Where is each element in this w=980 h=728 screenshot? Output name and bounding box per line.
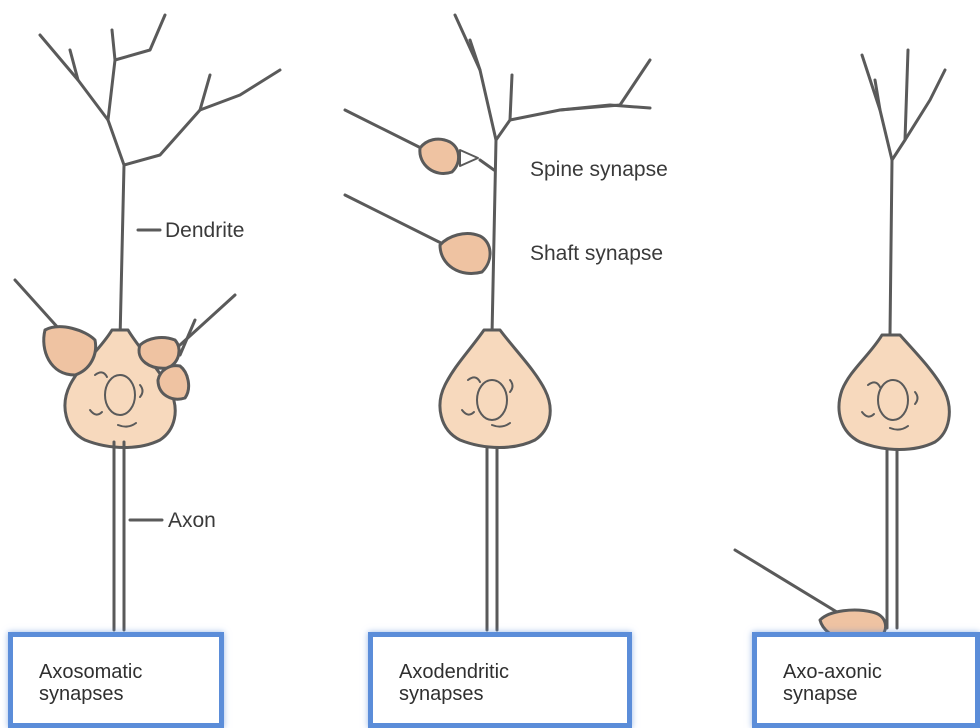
neuron-1-axon-terminal-right-upper: [139, 295, 235, 368]
caption-axo-axonic-line2: synapse: [783, 683, 975, 705]
neuron-3-dendrites: [862, 50, 945, 335]
neuron-1-axon-terminal-left: [15, 280, 96, 375]
caption-axosomatic-line1: Axosomatic: [39, 661, 219, 683]
spine-synapse-label: Spine synapse: [530, 158, 668, 181]
neuron-1-axon: [114, 442, 124, 630]
caption-axodendritic: Axodendritic synapses: [368, 632, 632, 728]
neuron-3-axon: [887, 450, 897, 628]
caption-axo-axonic-line1: Axo-axonic: [783, 661, 975, 683]
dendrite-label: Dendrite: [165, 219, 244, 242]
neuron-1-dendrites: [40, 15, 280, 340]
neuron-2-axon: [487, 448, 497, 630]
axon-label: Axon: [168, 509, 216, 532]
spine-synapse-terminal: [345, 110, 478, 173]
shaft-synapse-label: Shaft synapse: [530, 242, 663, 265]
caption-axodendritic-line1: Axodendritic: [399, 661, 627, 683]
caption-axo-axonic: Axo-axonic synapse: [752, 632, 980, 728]
caption-axosomatic-line2: synapses: [39, 683, 219, 705]
shaft-synapse-terminal: [345, 195, 490, 273]
caption-axodendritic-line2: synapses: [399, 683, 627, 705]
caption-axosomatic: Axosomatic synapses: [8, 632, 224, 728]
